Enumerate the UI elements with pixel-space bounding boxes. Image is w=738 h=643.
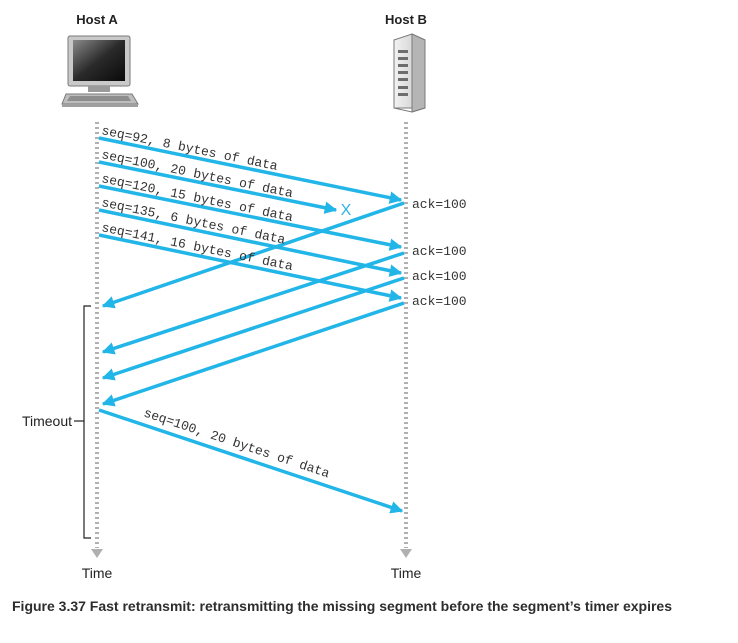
retransmission-label: seq=100, 20 bytes of data (142, 406, 332, 482)
segment-arrow-2-lost (98, 160, 338, 214)
ack-arrow-2 (101, 251, 405, 355)
ack-arrow-1 (101, 201, 405, 309)
segment-arrow-3 (98, 184, 403, 251)
ack-label-4: ack=100 (412, 294, 467, 309)
segment-arrow-5 (98, 233, 403, 302)
ack-arrow-3 (101, 276, 405, 381)
fast-retransmit-diagram: Host A Host B Time Time Timeout (22, 12, 467, 581)
desktop-computer-icon (61, 35, 139, 107)
host-a-timeline-arrowhead (91, 549, 103, 558)
figure-caption: Figure 3.37 Fast retransmit: retransmitt… (12, 598, 673, 614)
segment-lost-marker: X (341, 202, 352, 219)
ack-arrows (101, 201, 405, 407)
host-a-label: Host A (76, 12, 118, 27)
ack-labels: ack=100 ack=100 ack=100 ack=100 (412, 197, 467, 309)
timeout-bracket (83, 305, 91, 539)
ack-label-3: ack=100 (412, 269, 467, 284)
ack-arrow-4 (101, 301, 405, 407)
ack-label-1: ack=100 (412, 197, 467, 212)
host-b-timeline-arrowhead (400, 549, 412, 558)
time-label-host-b: Time (391, 565, 422, 581)
segment-arrow-1 (98, 136, 403, 204)
timeout-label: Timeout (22, 413, 72, 429)
time-label-host-a: Time (82, 565, 113, 581)
data-segments (98, 136, 403, 302)
segment-arrow-4 (98, 208, 403, 277)
retransmission-arrow (98, 408, 404, 514)
host-b-label: Host B (385, 12, 427, 27)
server-tower-icon (393, 33, 426, 113)
ack-label-2: ack=100 (412, 244, 467, 259)
